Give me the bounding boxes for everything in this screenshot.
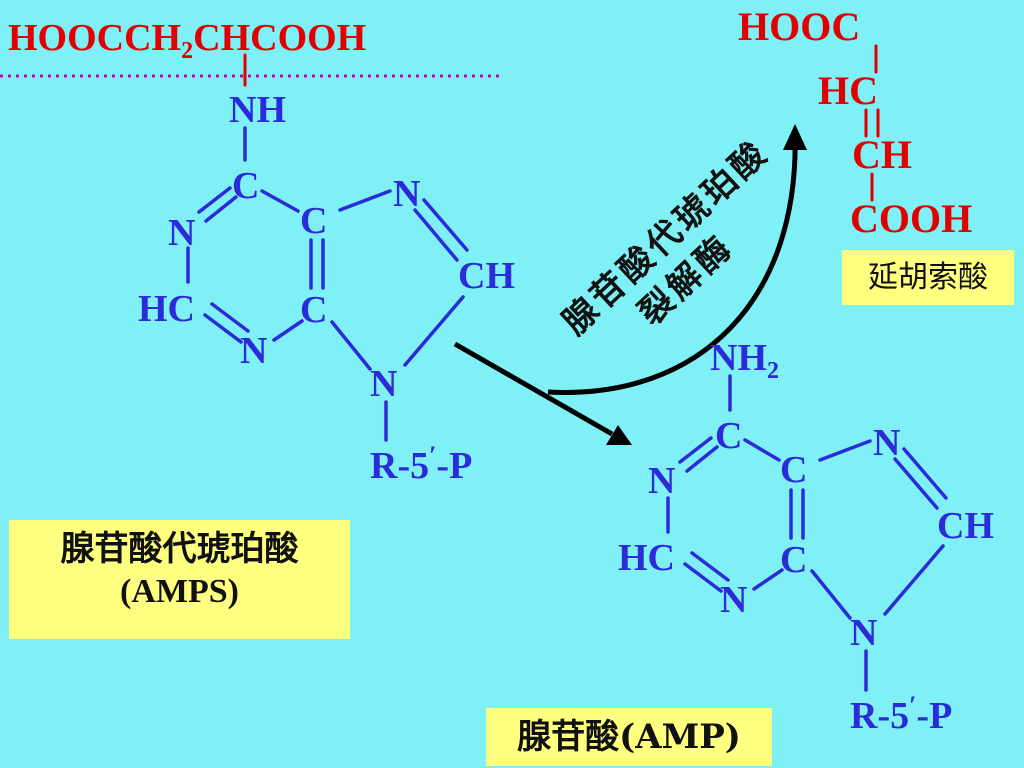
curved-arrow-head bbox=[783, 124, 807, 150]
fumarate-cooh: COOH bbox=[850, 196, 972, 241]
enzyme-curved-arrow bbox=[547, 131, 798, 395]
fumarate-label-box: 延胡索酸 bbox=[842, 250, 1014, 305]
amp-nh2: NH2 bbox=[710, 337, 779, 384]
amps-n7: N bbox=[393, 173, 420, 215]
amp-ribose-phosphate: R-5′-P bbox=[850, 691, 952, 737]
fumarate-hc: HC bbox=[818, 68, 878, 113]
amps-ribose-phosphate: R-5′-P bbox=[370, 441, 472, 487]
amps-hc: HC bbox=[138, 288, 195, 330]
amps-side-chain: HOOCCH2CHCOOH bbox=[8, 17, 366, 64]
amp-structure: NH2 C N C N CH HC C N N R-5′-P bbox=[618, 337, 994, 737]
fumarate-structure: HOOC HC CH COOH bbox=[738, 4, 972, 241]
fumarate-name-cn: 延胡索酸 bbox=[868, 260, 988, 295]
amps-n1: N bbox=[168, 212, 195, 254]
amp-n1: N bbox=[648, 460, 675, 502]
amp-c4: C bbox=[780, 539, 807, 581]
amps-c6: C bbox=[232, 165, 259, 207]
amps-label-box: 腺苷酸代琥珀酸 (AMPS) bbox=[9, 520, 350, 639]
fumarate-ch: CH bbox=[852, 132, 912, 177]
amps-n3: N bbox=[240, 330, 267, 372]
amp-c5: C bbox=[780, 449, 807, 491]
amps-n9: N bbox=[370, 363, 397, 405]
reaction-arrow-head bbox=[606, 425, 632, 445]
amp-n9: N bbox=[850, 612, 877, 654]
amp-hc: HC bbox=[618, 537, 675, 579]
amps-c4: C bbox=[300, 289, 327, 331]
amps-nh: NH bbox=[229, 89, 286, 131]
enzyme-label: 腺苷酸代琥珀酸 裂解酶 bbox=[555, 132, 777, 343]
amps-ch: CH bbox=[458, 255, 515, 297]
fumarate-hooc: HOOC bbox=[738, 4, 860, 49]
amp-n3: N bbox=[720, 579, 747, 621]
amps-structure: NH C N C N CH HC C N N R-5′-P bbox=[138, 89, 515, 487]
amps-c5: C bbox=[300, 200, 327, 242]
amps-name-abbr: (AMPS) bbox=[120, 572, 239, 610]
amps-name-cn: 腺苷酸代琥珀酸 bbox=[60, 529, 299, 569]
amp-label-box: 腺苷酸(AMP) bbox=[486, 708, 772, 766]
reaction-arrow bbox=[453, 341, 614, 437]
amp-ch: CH bbox=[937, 505, 994, 547]
amp-n7: N bbox=[873, 422, 900, 464]
amp-c6: C bbox=[715, 415, 742, 457]
amp-name: 腺苷酸(AMP) bbox=[517, 717, 741, 757]
